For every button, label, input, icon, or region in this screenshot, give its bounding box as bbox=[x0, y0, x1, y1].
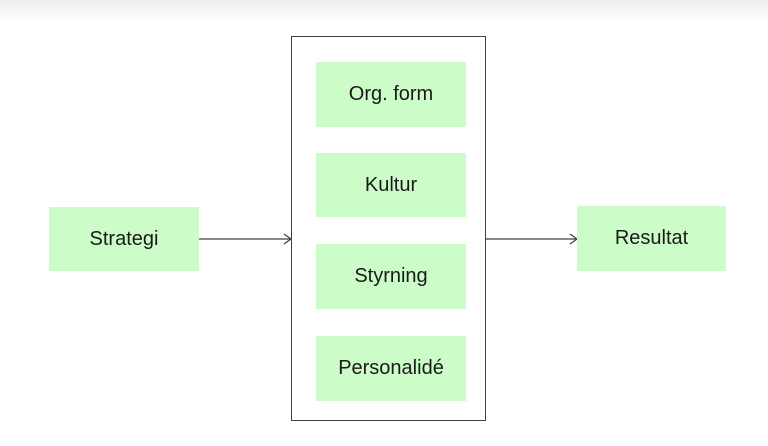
node-resultat-label: Resultat bbox=[614, 227, 689, 249]
arrowhead-strategi bbox=[283, 233, 293, 245]
node-personalide-label: Personalidé bbox=[338, 357, 444, 379]
node-org-form: Org. form bbox=[316, 62, 466, 127]
node-kultur-label: Kultur bbox=[364, 173, 418, 196]
node-strategi: Strategi bbox=[49, 207, 199, 271]
arrowhead-resultat bbox=[569, 233, 579, 245]
node-kultur: Kultur bbox=[316, 153, 466, 217]
node-styrning: Styrning bbox=[316, 244, 466, 309]
node-strategi-label: Strategi bbox=[89, 227, 159, 250]
node-resultat: Resultat bbox=[577, 206, 726, 271]
node-styrning-label: Styrning bbox=[354, 265, 428, 287]
node-personalide: Personalidé bbox=[316, 336, 466, 401]
top-shadow bbox=[0, 0, 768, 24]
node-org-form-label: Org. form bbox=[348, 83, 434, 105]
